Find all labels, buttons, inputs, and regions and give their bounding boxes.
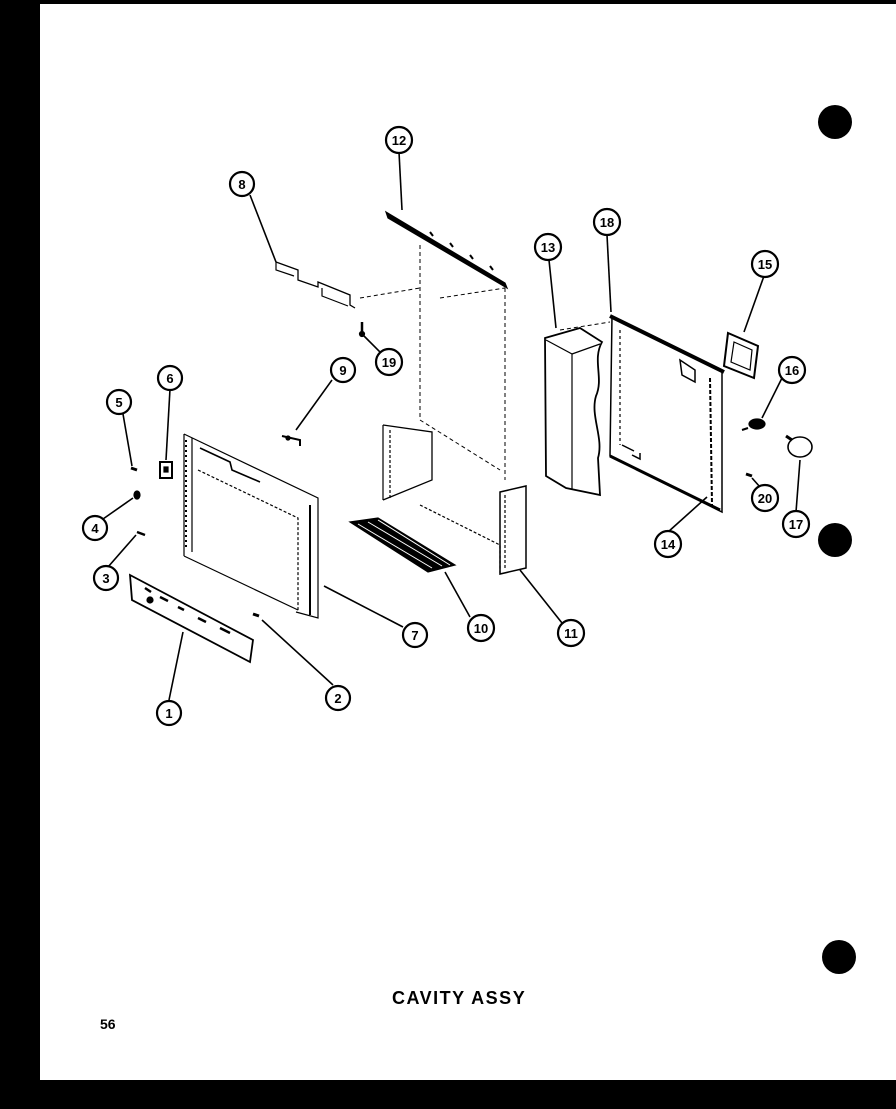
- callout-8: 8: [228, 170, 256, 198]
- callout-2: 2: [324, 684, 352, 712]
- callout-17: 17: [781, 509, 811, 539]
- part-top-rail: [384, 210, 509, 290]
- part-cover-plate: [722, 331, 760, 380]
- callout-3: 3: [92, 564, 120, 592]
- callout-18: 18: [592, 207, 622, 237]
- callout-14: 14: [653, 529, 683, 559]
- part-insulation: [544, 327, 604, 497]
- callout-label-18: 18: [600, 215, 614, 230]
- callout-7: 7: [401, 621, 429, 649]
- part-top-bracket: [275, 261, 356, 309]
- callout-label-12: 12: [392, 133, 406, 148]
- part-side-panel: [609, 314, 725, 514]
- callout-10: 10: [466, 613, 496, 643]
- part-clip: [281, 435, 301, 446]
- part-left-wall: [382, 424, 433, 501]
- callout-label-7: 7: [411, 628, 418, 643]
- part-screw-5: [130, 466, 138, 472]
- part-screw-2: [252, 612, 260, 618]
- callout-label-10: 10: [474, 621, 488, 636]
- cavity-outline: [359, 245, 611, 480]
- part-control-panel: [128, 573, 254, 664]
- part-front-frame: [183, 433, 319, 619]
- page-number: 56: [100, 1016, 116, 1032]
- callout-4: 4: [81, 514, 109, 542]
- callout-19: 19: [374, 347, 404, 377]
- part-bottom-grille: [348, 517, 457, 573]
- callout-label-6: 6: [166, 371, 173, 386]
- part-screw-3: [136, 530, 146, 537]
- callout-label-11: 11: [564, 626, 578, 641]
- punch-hole-middle: [818, 523, 852, 557]
- leader-lines: [102, 151, 801, 701]
- callout-label-2: 2: [334, 691, 341, 706]
- callout-15: 15: [750, 249, 780, 279]
- part-knob-4: [133, 490, 141, 500]
- part-lamp: [785, 434, 813, 458]
- callout-label-3: 3: [102, 571, 109, 586]
- callout-label-5: 5: [115, 395, 122, 410]
- callout-label-19: 19: [382, 355, 396, 370]
- callout-label-15: 15: [758, 257, 772, 272]
- punch-hole-bottom: [822, 940, 856, 974]
- callout-label-1: 1: [165, 706, 172, 721]
- part-lamp-socket: [741, 418, 766, 431]
- callout-label-20: 20: [758, 491, 772, 506]
- part-side-bracket: [499, 485, 527, 575]
- callout-label-14: 14: [661, 537, 676, 552]
- callout-label-17: 17: [789, 517, 803, 532]
- callout-label-8: 8: [238, 177, 245, 192]
- punch-hole-top: [818, 105, 852, 139]
- callout-16: 16: [777, 355, 807, 385]
- diagram-title: CAVITY ASSY: [392, 988, 527, 1008]
- drawing-sheet: [40, 4, 896, 1080]
- part-screw-20: [745, 472, 753, 478]
- callout-20: 20: [750, 483, 780, 513]
- callout-9: 9: [329, 356, 357, 384]
- callout-6: 6: [156, 364, 184, 392]
- part-screw-19: [358, 322, 366, 338]
- callout-label-16: 16: [785, 363, 799, 378]
- callout-label-4: 4: [91, 521, 99, 536]
- callouts: 1 2 3 4 5 6 7 8 9 10 11 12 13 14 15 16 1…: [81, 125, 811, 727]
- callout-1: 1: [155, 699, 183, 727]
- callout-label-13: 13: [541, 240, 555, 255]
- part-small-bracket: [159, 461, 173, 479]
- callout-11: 11: [556, 618, 586, 648]
- callout-label-9: 9: [339, 363, 346, 378]
- callout-12: 12: [384, 125, 414, 155]
- callout-5: 5: [105, 388, 133, 416]
- callout-13: 13: [533, 232, 563, 262]
